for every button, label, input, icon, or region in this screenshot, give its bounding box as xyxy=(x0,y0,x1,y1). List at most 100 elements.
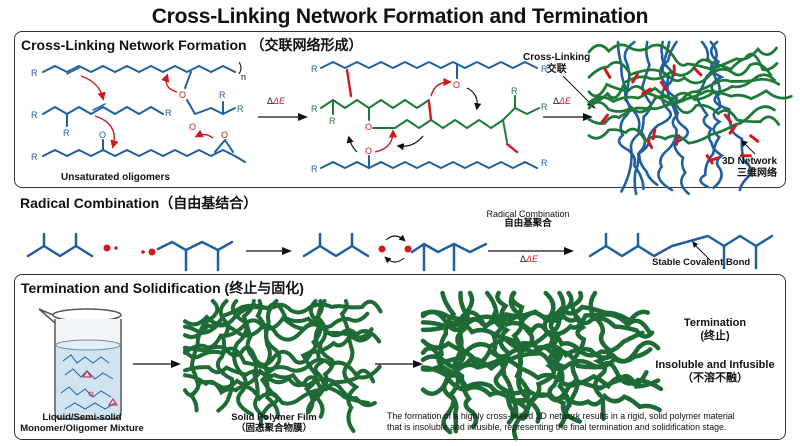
film-strand xyxy=(255,299,282,420)
network-strand xyxy=(490,290,519,419)
svg-text:R: R xyxy=(541,102,548,112)
svg-text:R: R xyxy=(165,108,172,118)
crosslink-bond xyxy=(749,134,760,143)
process-arrow-2 xyxy=(375,360,423,368)
film-strand xyxy=(183,314,382,344)
polymer-chain-blue xyxy=(633,40,674,196)
reaction-arrow-1 xyxy=(258,113,308,121)
film-strand xyxy=(241,299,268,420)
radical-combination-diagram xyxy=(26,232,774,272)
3d-network-label: 3D Network 三维网络 xyxy=(722,156,777,179)
radical-arrow-label-cn: 自由基聚合 xyxy=(504,218,552,230)
network-strand xyxy=(547,290,574,420)
r-group-label: R xyxy=(31,68,38,78)
svg-text:R: R xyxy=(31,152,38,162)
svg-text:R: R xyxy=(219,90,226,100)
crosslinking-label-en: Cross-Linking xyxy=(523,52,591,63)
crosslinking-label: Cross-Linking 交联 xyxy=(523,52,590,75)
crosslink-bond xyxy=(631,72,639,84)
crosslink-bond xyxy=(708,156,721,163)
film-strand xyxy=(300,299,327,414)
description-line-1: The formation of a highly cross-linked 3… xyxy=(387,411,735,421)
termination-label-en: Termination xyxy=(683,317,747,329)
polymer-chain-green xyxy=(587,73,776,105)
network-pointer xyxy=(741,140,756,155)
crosslink-bond xyxy=(651,128,657,141)
insoluble-label: Insoluble and Infusible （不溶不融） xyxy=(643,359,787,384)
unsaturated-oligomers-structure: R n R R R O R O R R O O xyxy=(31,61,246,163)
crosslink-bond xyxy=(728,124,737,135)
crosslink-bond xyxy=(641,87,652,96)
svg-text:O: O xyxy=(365,146,372,156)
network-strand xyxy=(588,290,613,422)
crosslink-bond xyxy=(659,80,668,92)
3d-network-label-en: 3D Network xyxy=(721,156,777,167)
svg-text:O: O xyxy=(99,130,106,140)
film-caption-line-2: （固态聚合物膜） xyxy=(235,422,312,434)
reaction-arrow-2 xyxy=(543,113,593,121)
svg-text:O: O xyxy=(189,122,196,132)
beaker-caption: Liquid/Semi-solid Monomer/Oligomer Mixtu… xyxy=(17,412,147,435)
svg-text:R: R xyxy=(541,64,548,74)
film-strand xyxy=(183,346,376,384)
polymer-chain-blue xyxy=(617,40,645,191)
termination-label: Termination (终止) xyxy=(665,317,765,342)
radical-heat-label: ΔΔE xyxy=(520,254,539,264)
radical-panel-title: Radical Combination（自由基结合） xyxy=(20,195,258,211)
radical-arrow-label-en: Radical Combination xyxy=(486,209,570,219)
svg-text:O: O xyxy=(453,80,460,90)
oligomers-caption: Unsaturated oligomers xyxy=(61,172,170,183)
crosslink-bond xyxy=(693,67,703,77)
stable-bond-label: Stable Covalent Bond xyxy=(652,257,751,268)
description-line-2: that is insoluble and infusible, represe… xyxy=(387,421,727,432)
solid-polymer-film xyxy=(183,299,383,433)
process-arrow-1 xyxy=(133,360,181,368)
svg-text:O: O xyxy=(221,130,228,140)
svg-text:R: R xyxy=(31,110,38,120)
insoluble-label-cn: （不溶不融） xyxy=(682,371,748,384)
svg-text:R: R xyxy=(541,158,548,168)
svg-text:R: R xyxy=(311,64,318,74)
crosslink-bond xyxy=(645,138,654,150)
polymer-chain-blue xyxy=(616,40,659,187)
film-strand xyxy=(339,299,360,433)
heat-energy-label-1: ΔΔE xyxy=(267,96,286,106)
svg-text:R: R xyxy=(237,104,244,114)
network-strand xyxy=(558,290,587,429)
film-strand xyxy=(183,314,374,355)
crosslink-bond xyxy=(723,113,733,124)
repeat-subscript: n xyxy=(241,72,246,82)
svg-text:R: R xyxy=(63,128,70,138)
crosslink-bond xyxy=(674,134,681,146)
termination-panel-title: Termination and Solidification (终止与固化) xyxy=(21,280,304,296)
crosslinked-3d-network xyxy=(587,40,793,196)
network-strand xyxy=(436,290,457,435)
radical-arrow-label: Radical Combination 自由基聚合 xyxy=(478,209,578,230)
network-strand xyxy=(508,290,532,441)
crosslinking-label-cn: 交联 xyxy=(546,63,567,75)
film-strand xyxy=(183,365,371,405)
termination-description: The formation of a highly cross-linked 3… xyxy=(387,411,735,433)
3d-network-label-cn: 三维网络 xyxy=(737,167,777,179)
polymer-chain-green xyxy=(587,95,781,126)
film-strand xyxy=(215,299,235,413)
polymer-chain-green xyxy=(587,52,779,104)
beaker-caption-line-1: Liquid/Semi-solid xyxy=(42,412,122,423)
polymer-chain-green xyxy=(587,60,773,85)
svg-text:R: R xyxy=(311,104,318,114)
film-strand xyxy=(230,299,254,417)
film-caption-line-1: Solid Polymer Film xyxy=(231,412,317,423)
diagram-title: Cross-Linking Network Formation and Term… xyxy=(151,5,649,28)
polymer-chain-blue xyxy=(658,40,690,196)
svg-text:O: O xyxy=(179,90,186,100)
polymer-chain-green xyxy=(587,43,778,71)
crosslinking-panel-title: Cross-Linking Network Formation （交联网络形成） xyxy=(21,37,363,53)
heat-energy-label-2: ΔΔE xyxy=(553,96,572,106)
crosslinked-solid-network xyxy=(420,290,664,441)
polymer-chain-green xyxy=(587,77,781,125)
termination-label-cn: (终止) xyxy=(700,329,730,342)
crosslinking-intermediate-structure: R R O R R O R R O R R xyxy=(311,61,548,174)
network-strand xyxy=(484,290,516,425)
svg-text:R: R xyxy=(511,86,518,96)
svg-text:O: O xyxy=(365,122,372,132)
